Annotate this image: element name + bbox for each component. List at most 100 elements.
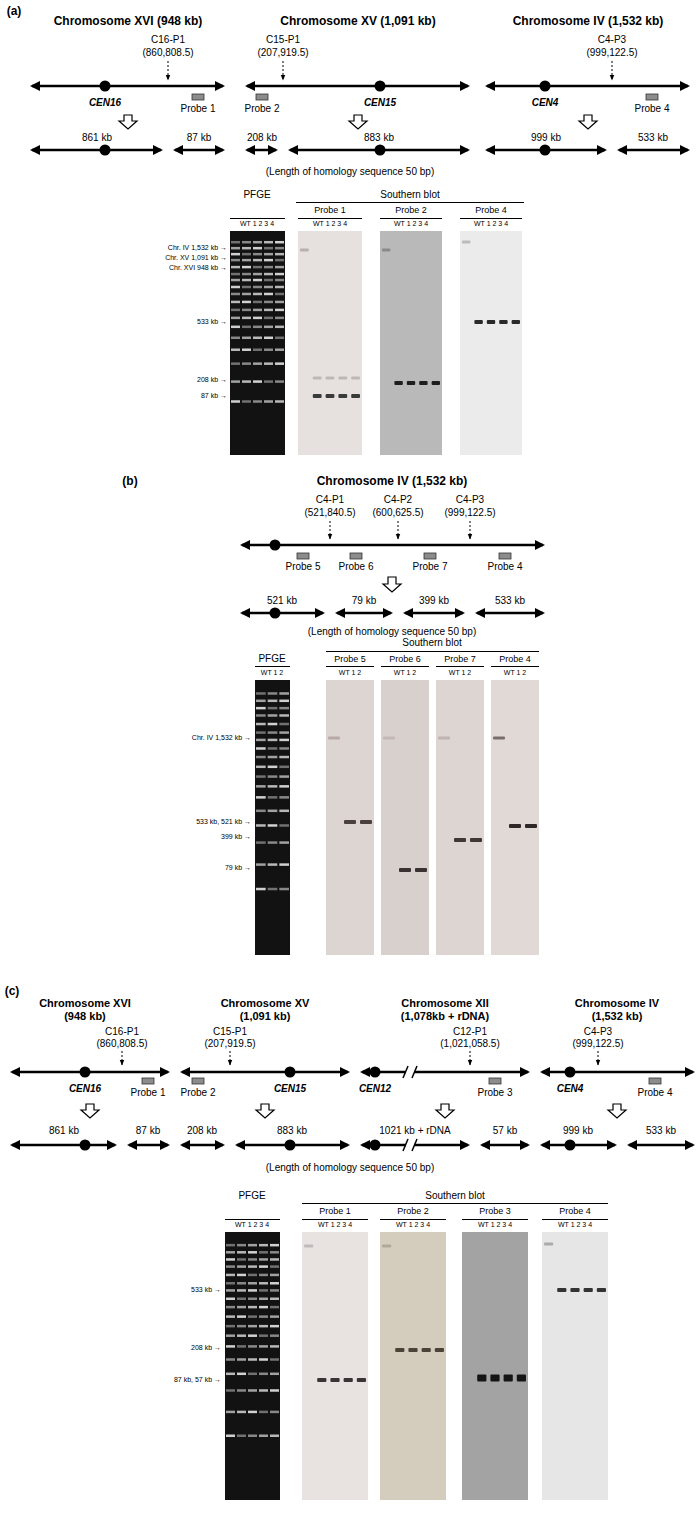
gel-band [242, 348, 251, 351]
cut-site-arrow [283, 61, 284, 80]
blot-band [300, 249, 309, 252]
gel-band [268, 739, 278, 742]
blot-band [330, 1378, 339, 1382]
text-label: (860,808.5) [96, 1038, 147, 1050]
blot-band [487, 320, 495, 324]
text-label: Probe 5 [334, 654, 366, 664]
text-label: 861 kb [49, 1125, 79, 1137]
gel-band [259, 1345, 268, 1348]
gel-band [259, 1334, 268, 1337]
text-label: 87 kb [136, 1125, 160, 1137]
cut-site-arrow [470, 1051, 471, 1065]
text-label: 208 kb → [197, 376, 227, 384]
chromosome-arrow [12, 1144, 115, 1147]
text-label: Probe 6 [389, 654, 421, 664]
text-label: Probe 4 [634, 103, 669, 115]
gel-band [279, 785, 289, 788]
gel-band [275, 241, 284, 244]
gel-band [226, 1306, 235, 1309]
gel-band [268, 863, 278, 866]
blot-band [509, 824, 521, 828]
header-rule [326, 651, 539, 652]
gel-band [231, 301, 240, 304]
gel-band [237, 1389, 246, 1392]
centromere-dot [540, 145, 551, 156]
gel-band [248, 1265, 257, 1268]
blot-band [351, 394, 360, 398]
chromosome-arrow [487, 85, 688, 88]
gel-band [248, 1258, 257, 1261]
text-label: CEN15 [364, 97, 396, 109]
text-label: WT 1 2 [504, 669, 526, 677]
break-slash [403, 1066, 408, 1078]
gel-band [237, 1315, 246, 1318]
gel-band [275, 247, 284, 250]
gel-band [264, 259, 273, 262]
text-label: (999,122.5) [572, 1038, 623, 1050]
text-label: (a) [7, 5, 22, 19]
gel-band [231, 309, 240, 312]
text-label: CEN4 [532, 97, 559, 109]
text-label: PFGE [258, 653, 285, 665]
blot-band [490, 1375, 499, 1382]
hollow-down-arrow [349, 115, 367, 129]
centromere-dot [80, 1067, 91, 1078]
text-label: WT 1 2 3 4 [235, 1221, 269, 1229]
gel-band [242, 326, 251, 329]
gel-band [275, 279, 284, 282]
text-label: CEN12 [359, 1083, 391, 1095]
text-label: (999,122.5) [586, 47, 637, 59]
blot-band [422, 1348, 431, 1352]
gel-band [242, 266, 251, 269]
gel-band [231, 286, 240, 289]
gel-band [253, 380, 262, 383]
gel-band [275, 337, 284, 340]
text-label: Chromosome IV (1,532 kb) [565, 997, 670, 1022]
gel-band [270, 1258, 279, 1261]
text-label: Chromosome XVI (948 kb) [33, 997, 138, 1022]
centromere-dot [80, 1140, 91, 1151]
pfge-gel [230, 231, 285, 455]
gel-band [270, 1315, 279, 1318]
gel-band [279, 810, 289, 813]
gel-band [275, 317, 284, 320]
gel-band [237, 1411, 246, 1414]
centromere-dot [270, 540, 281, 551]
blot-band [313, 394, 322, 398]
chromosome-arrow [182, 1144, 223, 1147]
gel-band [253, 247, 262, 250]
gel-band [279, 775, 289, 778]
gel-band [256, 775, 266, 778]
gel-band [270, 1411, 279, 1414]
gel-band [259, 1298, 268, 1301]
gel-band [248, 1289, 257, 1292]
gel-band [279, 888, 289, 891]
gel-band [268, 756, 278, 759]
gel-band [268, 888, 278, 891]
probe-box [256, 94, 268, 100]
text-label: Probe 2 [395, 205, 427, 215]
southern-blot [326, 680, 374, 955]
gel-band [270, 1282, 279, 1285]
gel-band [248, 1298, 257, 1301]
text-label: 79 kb → [225, 864, 251, 872]
gel-band [231, 259, 240, 262]
gel-band [253, 348, 262, 351]
gel-band [231, 279, 240, 282]
southern-blot [380, 1232, 446, 1500]
text-label: (860,808.5) [142, 47, 193, 59]
text-label: 87 kb, 57 kb → [174, 1376, 221, 1384]
text-label: (1,021,058.5) [440, 1038, 500, 1050]
text-label: C4-P1 [316, 494, 344, 506]
blot-band [474, 320, 482, 324]
gel-band [264, 301, 273, 304]
probe-box [646, 94, 658, 100]
text-label: Probe 1 [180, 103, 215, 115]
chromosome-arrow [477, 612, 543, 615]
gel-band [279, 824, 289, 827]
blot-band [544, 1243, 553, 1246]
gel-band [259, 1289, 268, 1292]
gel-band [256, 700, 266, 703]
blot-band [477, 1375, 486, 1382]
